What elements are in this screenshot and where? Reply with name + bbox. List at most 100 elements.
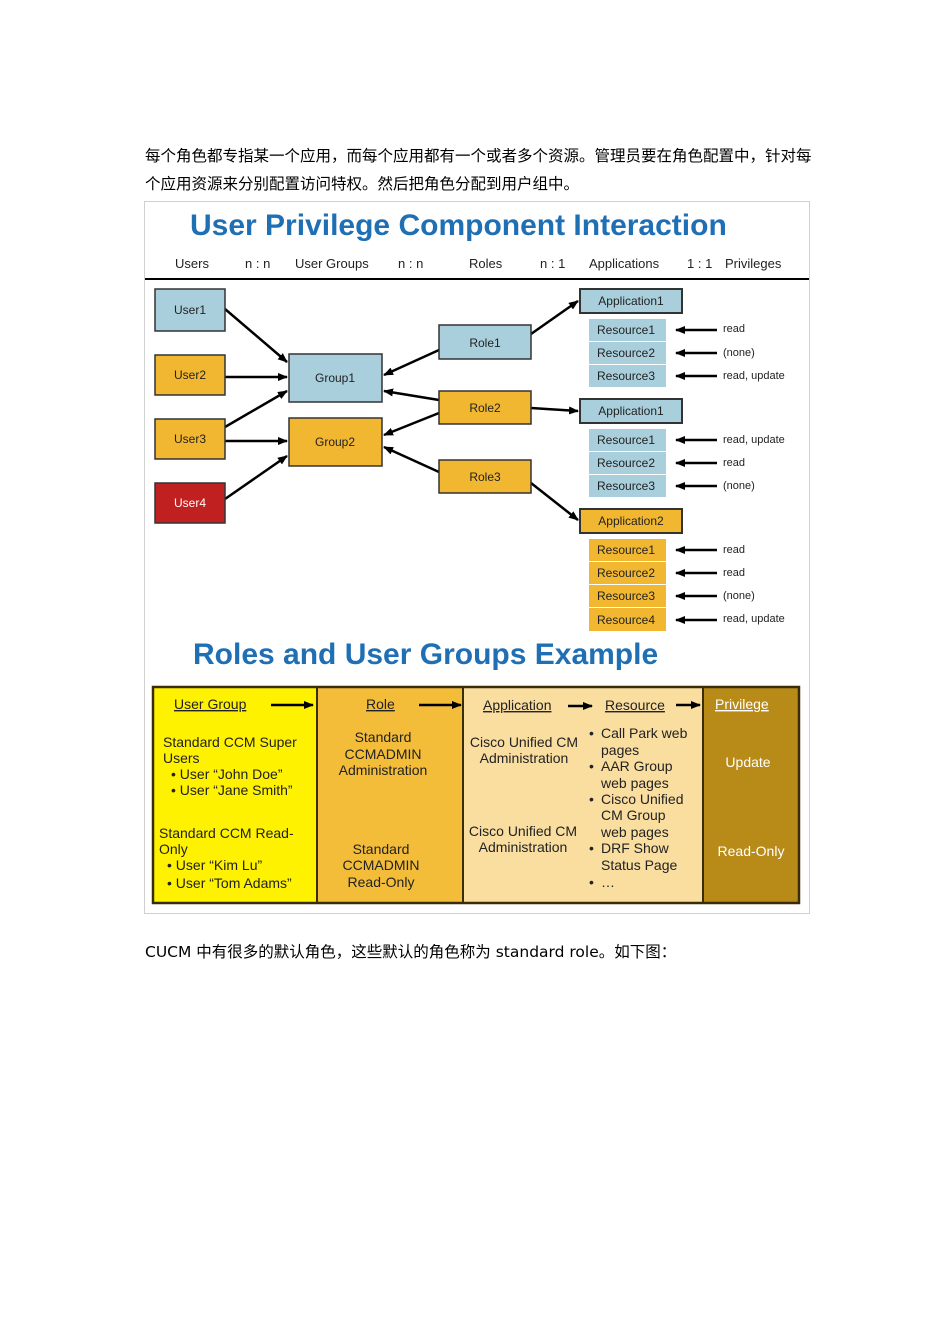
example-table: User Group Role Application Resource Pri…	[151, 685, 801, 905]
intro-paragraph: 每个角色都专指某一个应用，而每个应用都有一个或者多个资源。管理员要在角色配置中，…	[145, 147, 812, 193]
table-application-2: Administration	[479, 839, 568, 855]
resource-group-1: Resource1 Resource2 Resource3 read (none…	[589, 319, 785, 387]
table-header-role: Role	[366, 696, 395, 712]
table-resource-item: web pages	[600, 824, 669, 840]
resource-label: Resource1	[597, 433, 655, 447]
table-role-1: CCMADMIN	[345, 746, 422, 762]
application-label-1: Application1	[598, 294, 664, 308]
table-resource-item: Call Park web	[601, 725, 688, 741]
table-resource-item: pages	[601, 742, 639, 758]
resource-label: Resource3	[597, 369, 655, 383]
table-resource-bullet: •	[589, 874, 594, 890]
table-resource-item: AAR Group	[601, 758, 673, 774]
table-application-2: Cisco Unified CM	[469, 823, 577, 839]
privilege-label: read	[723, 567, 745, 579]
privilege-label: read, update	[723, 613, 785, 625]
header-roles: Roles	[469, 256, 503, 271]
relationship-header: Users n : n User Groups n : n Roles n : …	[145, 256, 809, 280]
table-application-1: Cisco Unified CM	[470, 734, 578, 750]
application-label-2: Application1	[598, 404, 664, 418]
user-box-3: User3	[154, 418, 226, 460]
privilege-label: (none)	[723, 590, 755, 602]
privilege-figure: User Privilege Component Interaction Use…	[144, 201, 810, 914]
header-rel-4: 1 : 1	[687, 256, 712, 271]
role-box-2: Role2	[438, 390, 532, 425]
table-resource-item: web pages	[600, 775, 669, 791]
table-header-resource: Resource	[605, 697, 665, 713]
table-resource-item: Cisco Unified	[601, 791, 683, 807]
user-box-4: User4	[154, 482, 226, 524]
user-label-4: User4	[174, 496, 206, 510]
table-privilege-1: Update	[725, 754, 770, 770]
table-role-1: Standard	[355, 729, 412, 745]
application-box-2: Application1	[579, 398, 683, 424]
table-group-2-name: Standard CCM Read-	[159, 825, 294, 841]
user-label-2: User2	[174, 368, 206, 382]
table-group-1-member: • User “Jane Smith”	[171, 782, 293, 798]
privilege-label: (none)	[723, 480, 755, 492]
role-label-2: Role2	[469, 401, 501, 415]
table-resource-item: CM Group	[601, 807, 666, 823]
table-privilege-2: Read-Only	[718, 843, 785, 859]
table-role-2: Standard	[353, 841, 410, 857]
table-header-privilege: Privilege	[715, 696, 769, 712]
connection-arrows	[224, 299, 579, 521]
table-group-2-member: • User “Kim Lu”	[167, 857, 262, 873]
user-label-1: User1	[174, 303, 206, 317]
group-label-2: Group2	[315, 435, 355, 449]
privilege-label: read	[723, 457, 745, 469]
application-box-1: Application1	[579, 288, 683, 314]
role-label-3: Role3	[469, 470, 501, 484]
resource-label: Resource2	[597, 346, 655, 360]
table-resource-bullet: •	[589, 840, 594, 856]
header-rel-1: n : n	[245, 256, 270, 271]
table-group-2-name: Only	[159, 841, 188, 857]
table-resource-item: Status Page	[601, 857, 677, 873]
table-group-1-member: • User “John Doe”	[171, 766, 283, 782]
outro-paragraph: CUCM 中有很多的默认角色，这些默认的角色称为 standard role。如…	[145, 943, 677, 961]
role-box-3: Role3	[438, 459, 532, 494]
table-role-2: Read-Only	[348, 874, 415, 890]
role-label-1: Role1	[469, 336, 501, 350]
header-applications: Applications	[589, 256, 660, 271]
group-box-2: Group2	[288, 417, 383, 467]
table-role-1: Administration	[339, 762, 428, 778]
application-label-3: Application2	[598, 514, 664, 528]
table-resource-bullet: •	[589, 791, 594, 807]
header-rel-2: n : n	[398, 256, 423, 271]
resource-label: Resource2	[597, 456, 655, 470]
table-resource-bullet: •	[589, 725, 594, 741]
privilege-label: (none)	[723, 347, 755, 359]
resource-label: Resource2	[597, 566, 655, 580]
resource-label: Resource1	[597, 323, 655, 337]
privilege-label: read	[723, 544, 745, 556]
resource-group-3: Resource1 Resource2 Resource3 Resource4 …	[589, 539, 785, 631]
header-user-groups: User Groups	[295, 256, 369, 271]
group-box-1: Group1	[288, 353, 383, 403]
privilege-label: read, update	[723, 370, 785, 382]
header-privileges: Privileges	[725, 256, 782, 271]
privilege-label: read	[723, 323, 745, 335]
user-box-2: User2	[154, 354, 226, 396]
figure-title-1: User Privilege Component Interaction	[190, 209, 727, 242]
privilege-label: read, update	[723, 434, 785, 446]
table-group-1-name: Standard CCM Super	[163, 734, 297, 750]
figure-title-2: Roles and User Groups Example	[193, 638, 658, 671]
table-resource-item: DRF Show	[601, 840, 670, 856]
table-header-user-group: User Group	[174, 696, 247, 712]
group-label-1: Group1	[315, 371, 355, 385]
resource-label: Resource4	[597, 613, 655, 627]
user-box-1: User1	[154, 288, 226, 332]
table-role-2: CCMADMIN	[343, 857, 420, 873]
resource-label: Resource3	[597, 589, 655, 603]
table-resource-item: …	[601, 874, 615, 890]
table-group-1-name: Users	[163, 750, 200, 766]
table-header-application: Application	[483, 697, 552, 713]
table-group-2-member: • User “Tom Adams”	[167, 875, 292, 891]
user-label-3: User3	[174, 432, 206, 446]
role-box-1: Role1	[438, 324, 532, 360]
table-application-1: Administration	[480, 750, 569, 766]
header-users: Users	[175, 256, 209, 271]
table-resource-bullet: •	[589, 758, 594, 774]
application-box-3: Application2	[579, 508, 683, 534]
